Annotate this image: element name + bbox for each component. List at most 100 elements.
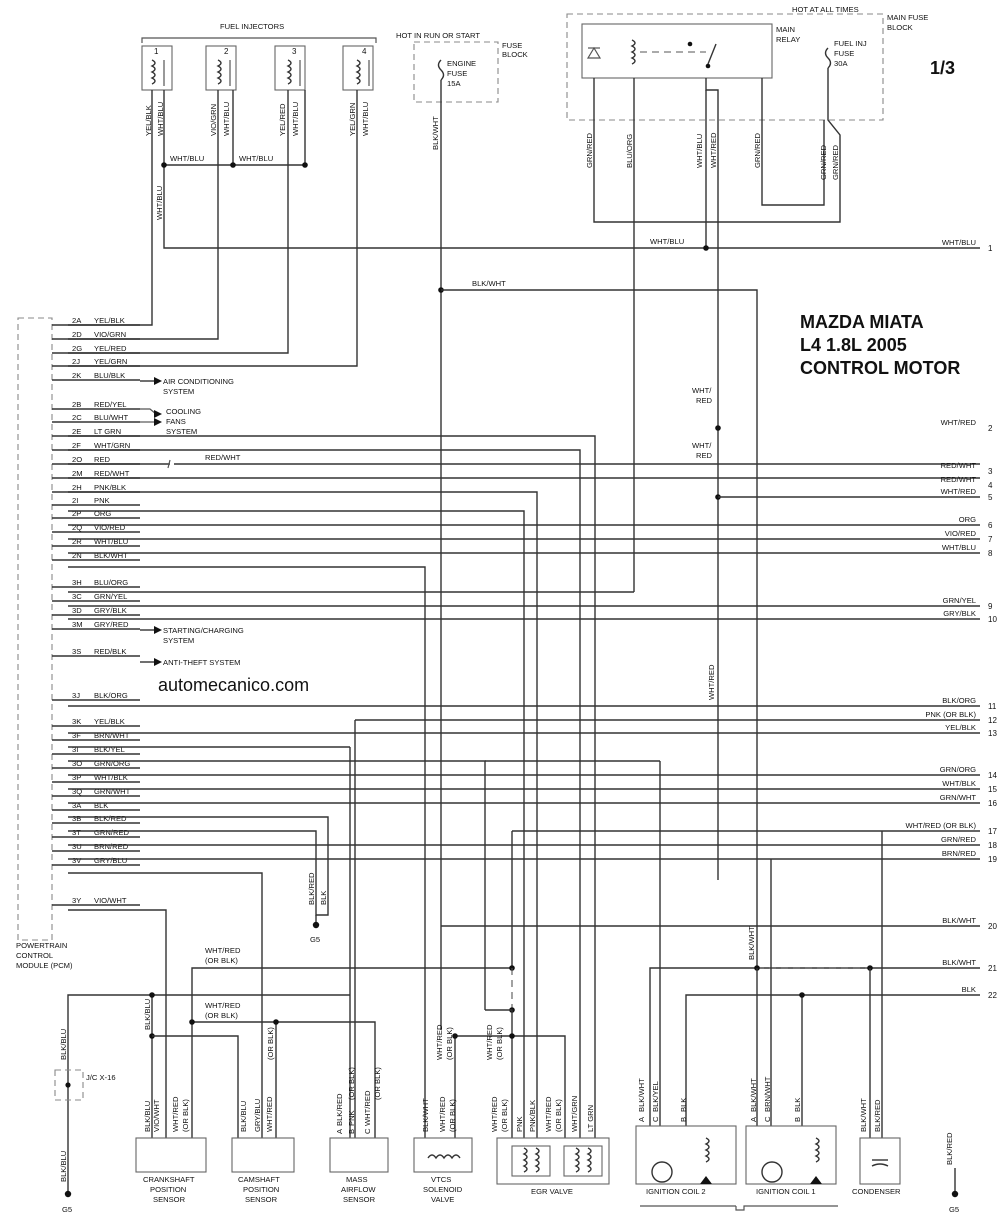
ground-icon	[951, 1190, 959, 1198]
cooling-fans-label-3: SYSTEM	[166, 427, 197, 436]
egr-wht-red-label: WHT/RED	[485, 1024, 494, 1060]
engine-fuse-label-3: 15A	[447, 79, 461, 88]
connector-wire-label: WHT/RED	[941, 487, 977, 496]
pcm-pin-wire-color: PNK/BLK	[94, 483, 126, 492]
connector-number: 12	[988, 716, 997, 725]
cooling-fans-label-2: FANS	[166, 417, 186, 426]
page-number: 1/3	[930, 58, 955, 78]
vtcs-valve-box	[413, 1137, 473, 1173]
wire-egr-wht-red-b	[512, 1035, 566, 1140]
pcm-pin-wire-color: LT GRN	[94, 427, 121, 436]
pcm-pin-id: 2N	[72, 551, 82, 560]
connector-wire-label: RED/WHT	[941, 461, 977, 470]
pcm-label-2: CONTROL	[16, 951, 53, 960]
jc-x16-label: J/C X-16	[86, 1073, 116, 1082]
relay-contact	[705, 63, 711, 69]
ckp-wire-label: (OR BLK)	[181, 1099, 190, 1132]
injector-2-coil-icon	[216, 59, 222, 85]
connector-wire-label: GRN/ORG	[940, 765, 976, 774]
starting-system-label-1: STARTING/CHARGING	[163, 626, 244, 635]
coil2-wire-label: BLK	[679, 1098, 688, 1112]
pcm-pin-wire-color: VIO/RED	[94, 523, 126, 532]
or-blk-label: (OR BLK)	[205, 1011, 238, 1020]
pcm-pin-wire-color: BLK/YEL	[94, 745, 125, 754]
inj4-wire-a-label: YEL/GRN	[348, 103, 357, 136]
anti-theft-label: ANTI-THEFT SYSTEM	[163, 658, 241, 667]
connector-number: 17	[988, 827, 997, 836]
connector-wire-label: WHT/RED (OR BLK)	[906, 821, 977, 830]
egr-coil-icon	[586, 1147, 592, 1173]
pcm-pin-id: 3Q	[72, 787, 82, 796]
connector-number: 9	[988, 602, 993, 611]
vtcs-wire-label: WHT/RED	[438, 1096, 447, 1132]
egr-wire-label: PNK/BLK	[528, 1100, 537, 1132]
pcm-pin-wire-color: GRN/YEL	[94, 592, 127, 601]
inj2-wire-a-label: VIO/GRN	[209, 104, 218, 136]
relay-wire-label: WHT/RED	[709, 132, 718, 168]
wht-blu-label: WHT/BLU	[170, 154, 204, 163]
right-connectors: WHT/BLU1WHT/RED2RED/WHT3RED/WHT4WHT/RED5…	[906, 238, 998, 1000]
inj4-wire-b-label: WHT/BLU	[361, 102, 370, 136]
coil1-label: IGNITION COIL 1	[756, 1187, 816, 1196]
blk-wht-label: BLK/WHT	[472, 279, 506, 288]
pcm-pin-id: 3V	[72, 856, 82, 865]
pcm-pin-wire-color: WHT/GRN	[94, 441, 130, 450]
pcm-pin-id: 3H	[72, 578, 82, 587]
pcm-pin-id: 3M	[72, 620, 83, 629]
ckp-wire-label: WHT/RED	[171, 1096, 180, 1132]
pcm-wiring: RED/WHT	[68, 435, 980, 1140]
wire-pnk-blk-2h	[68, 491, 538, 1140]
cooling-fans-label-1: COOLING	[166, 407, 201, 416]
splice-dot	[703, 245, 709, 251]
camshaft-label-2: POSITION	[243, 1185, 279, 1194]
spark-plug-icon	[651, 1161, 673, 1183]
arrow-right-icon	[154, 377, 162, 385]
connector-number: 22	[988, 991, 997, 1000]
jc-x16-dot	[65, 1082, 71, 1088]
pcm-pin-wire-color: RED/WHT	[94, 469, 130, 478]
pcm-pin-id: 2M	[72, 469, 83, 478]
wht-red-label: WHT/RED	[205, 946, 241, 955]
coil1-pin-b: B	[793, 1117, 802, 1122]
pcm-pin-id: 2D	[72, 330, 82, 339]
diode-icon	[700, 1176, 712, 1184]
arrow-right-icon	[154, 418, 162, 426]
coil-winding-icon	[704, 1137, 710, 1163]
injector-2-number: 2	[224, 47, 229, 56]
fan-bracket	[140, 408, 157, 415]
blk-wht-vertical-label: BLK/WHT	[431, 116, 440, 150]
blk-red-vertical-label: BLK/RED	[307, 872, 316, 905]
coil-winding-icon	[814, 1137, 820, 1163]
pcm-pin-wire-color: GRY/BLK	[94, 606, 127, 615]
pcm-pin-wire-color: BRN/RED	[94, 842, 129, 851]
connector-number: 21	[988, 964, 997, 973]
egr-valve-inner-b	[563, 1145, 603, 1177]
spark-plug-icon	[761, 1161, 783, 1183]
coil2-pin-a: A	[637, 1116, 646, 1122]
main-fuse-block-label-2: BLOCK	[887, 23, 913, 32]
pcm-pin-id: 3I	[72, 745, 78, 754]
connector-wire-label: BRN/RED	[942, 849, 977, 858]
wht-blu-label: WHT/BLU	[650, 237, 684, 246]
pcm-pin-wire-color: YEL/BLK	[94, 717, 125, 726]
relay-wire-label: GRN/RED	[585, 132, 594, 168]
egr-coil-icon	[534, 1147, 540, 1173]
pcm-pin-wire-color: BLU/ORG	[94, 578, 128, 587]
injector-1: 1	[141, 45, 173, 91]
engine-fuse-label-1: ENGINE	[447, 59, 476, 68]
connector-number: 11	[988, 702, 997, 711]
pcm-pin-id: 3K	[72, 717, 81, 726]
wire-blk-3a	[68, 816, 329, 900]
fuse-block: HOT IN RUN OR START FUSE BLOCK ENGINE FU…	[396, 31, 758, 1030]
pcm-pin-id: 2F	[72, 441, 81, 450]
wire-vio-grn-2d	[68, 90, 219, 340]
camshaft-sensor-box	[231, 1137, 295, 1173]
pcm-pin-id: 3Y	[72, 896, 81, 905]
pcm-pin-wire-color: ORG	[94, 509, 111, 518]
ground-g5-label: G5	[949, 1205, 959, 1214]
connector-number: 16	[988, 799, 997, 808]
wht-blu-label: WHT/BLU	[239, 154, 273, 163]
engine-fuse-icon	[437, 59, 445, 81]
relay-wire-label: BLU/ORG	[625, 134, 634, 168]
